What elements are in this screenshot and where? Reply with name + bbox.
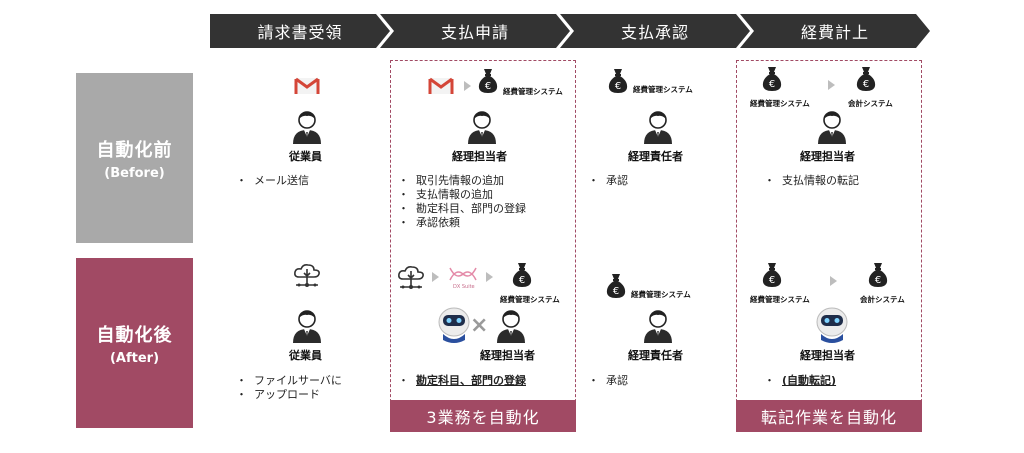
step-label: 支払申請: [440, 23, 509, 42]
step-label: 支払承認: [620, 23, 689, 42]
arrow-right-icon: [464, 81, 471, 91]
task-item: 支払情報の転記: [764, 174, 859, 188]
task-item: 支払情報の追加: [398, 188, 526, 202]
person-icon: [642, 309, 674, 343]
money-bag-icon: [512, 262, 532, 288]
task-item: 承認: [588, 174, 628, 188]
row-title: 自動化前: [96, 139, 173, 161]
task-item: 取引先情報の追加: [398, 174, 526, 188]
money-bag-icon: [762, 66, 782, 92]
person-icon: [642, 110, 674, 144]
role-accounting-staff: 経理担当者: [800, 150, 855, 163]
task-list: 勘定科目、部門の登録: [398, 374, 526, 388]
person-icon: [495, 309, 527, 343]
task-list: (自動転記): [764, 374, 836, 388]
task-list: 取引先情報の追加 支払情報の追加 勘定科目、部門の登録 承認依頼: [398, 174, 526, 230]
step-expense-posting: 経費計上: [740, 14, 930, 48]
role-accounting-manager: 経理責任者: [628, 150, 683, 163]
expense-system-label: 経費管理システム: [631, 290, 691, 299]
task-list: ファイルサーバに アップロード: [236, 374, 342, 402]
task-item: アップロード: [236, 388, 342, 402]
row-subtitle: (Before): [104, 165, 165, 181]
step-label: 請求書受領: [257, 23, 343, 42]
task-item: 承認: [588, 374, 628, 388]
expense-system-label: 経費管理システム: [633, 85, 693, 94]
step-label: 経費計上: [800, 23, 869, 42]
money-bag-icon: [478, 68, 498, 94]
money-bag-icon: [868, 262, 888, 288]
cloud-server-icon: [396, 263, 426, 293]
expense-system-label: 経費管理システム: [500, 295, 560, 304]
accounting-system-label: 会計システム: [860, 295, 905, 304]
expense-system-label: 経費管理システム: [750, 295, 810, 304]
role-accounting-staff: 経理担当者: [452, 150, 507, 163]
arrow-right-icon: [432, 272, 439, 282]
role-employee: 従業員: [289, 150, 322, 163]
automation-banner-transcription: 転記作業を自動化: [736, 400, 922, 432]
arrow-right-icon: [830, 276, 837, 286]
task-item: ファイルサーバに: [236, 374, 342, 388]
person-icon: [291, 110, 323, 144]
row-title: 自動化後: [96, 324, 173, 346]
money-bag-icon: [606, 273, 626, 299]
row-subtitle: (After): [109, 350, 160, 366]
role-accounting-staff: 経理担当者: [800, 349, 855, 362]
dx-suite-label: DX Suite: [453, 284, 475, 290]
robot-icon: [814, 304, 850, 344]
role-accounting-manager: 経理責任者: [628, 349, 683, 362]
gmail-icon: [294, 76, 320, 96]
task-item: メール送信: [236, 174, 309, 188]
person-icon: [816, 110, 848, 144]
gmail-icon: [428, 76, 454, 96]
money-bag-icon: [608, 68, 628, 94]
cloud-server-icon: [292, 261, 322, 291]
step-payment-request: 支払申請: [380, 14, 570, 48]
arrow-right-icon: [486, 272, 493, 282]
accounting-system-label: 会計システム: [848, 99, 893, 108]
task-item: 勘定科目、部門の登録: [398, 202, 526, 216]
role-accounting-staff: 経理担当者: [480, 349, 535, 362]
automation-banner-3-tasks: 3業務を自動化: [390, 400, 576, 432]
step-invoice-receipt: 請求書受領: [210, 14, 390, 48]
expense-system-label: 経費管理システム: [503, 87, 563, 96]
task-item: (自動転記): [764, 374, 836, 388]
times-icon: ×: [470, 313, 489, 338]
money-bag-icon: [762, 262, 782, 288]
row-label-before: 自動化前 (Before): [76, 73, 193, 243]
step-payment-approval: 支払承認: [560, 14, 750, 48]
task-list: メール送信: [236, 174, 309, 188]
expense-system-label: 経費管理システム: [750, 99, 810, 108]
robot-icon: [436, 304, 472, 344]
role-employee: 従業員: [289, 349, 322, 362]
task-list: 支払情報の転記: [764, 174, 859, 188]
task-list: 承認: [588, 174, 628, 188]
arrow-right-icon: [828, 80, 835, 90]
dx-suite-logo: [449, 267, 477, 281]
task-item: 承認依頼: [398, 216, 526, 230]
money-bag-icon: [856, 66, 876, 92]
task-list: 承認: [588, 374, 628, 388]
person-icon: [291, 309, 323, 343]
person-icon: [466, 110, 498, 144]
row-label-after: 自動化後 (After): [76, 258, 193, 428]
task-item: 勘定科目、部門の登録: [398, 374, 526, 388]
